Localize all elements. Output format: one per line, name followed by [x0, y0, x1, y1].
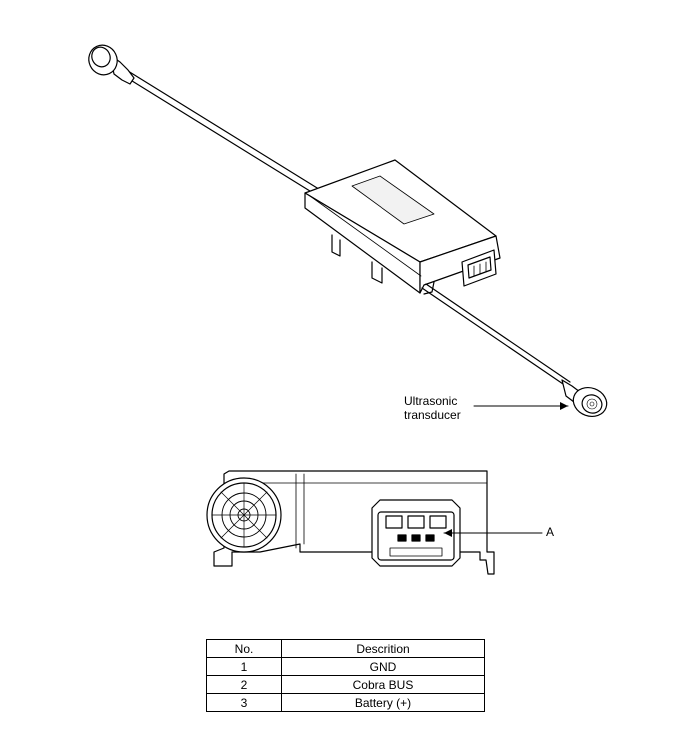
connector-a-label: A — [546, 525, 555, 539]
pin-number: 3 — [206, 693, 282, 712]
connector-leader — [443, 529, 543, 537]
header-description: Descrition — [281, 639, 485, 658]
pin-description: Cobra BUS — [281, 675, 485, 694]
transducer-label-line1: Ultrasonic — [404, 394, 458, 408]
transducer-label-line2: transducer — [404, 408, 461, 422]
pin-table-header: No. Descrition — [206, 639, 485, 658]
ultrasonic-transducer-label: Ultrasonic transducer — [404, 394, 461, 422]
pin-number: 1 — [206, 657, 282, 676]
table-row: 3 Battery (+) — [206, 693, 485, 712]
upper-transducer — [88, 44, 135, 85]
connector-a — [371, 499, 461, 567]
lower-transducer — [561, 379, 608, 417]
sensor-isometric-view — [88, 44, 608, 417]
sensor-front-view — [206, 470, 543, 575]
module-housing — [304, 159, 501, 295]
front-transducer-face — [206, 477, 282, 553]
pin-description: Battery (+) — [281, 693, 485, 712]
table-row: 2 Cobra BUS — [206, 675, 485, 694]
module-connector — [461, 249, 497, 287]
header-no: No. — [206, 639, 282, 658]
pin-description: GND — [281, 657, 485, 676]
cable-lower — [421, 283, 571, 387]
table-row: 1 GND — [206, 657, 485, 676]
cable-upper — [123, 70, 323, 197]
pin-table: No. Descrition 1 GND 2 Cobra BUS 3 Batte… — [206, 639, 485, 712]
pin-number: 2 — [206, 675, 282, 694]
transducer-leader — [473, 402, 569, 410]
